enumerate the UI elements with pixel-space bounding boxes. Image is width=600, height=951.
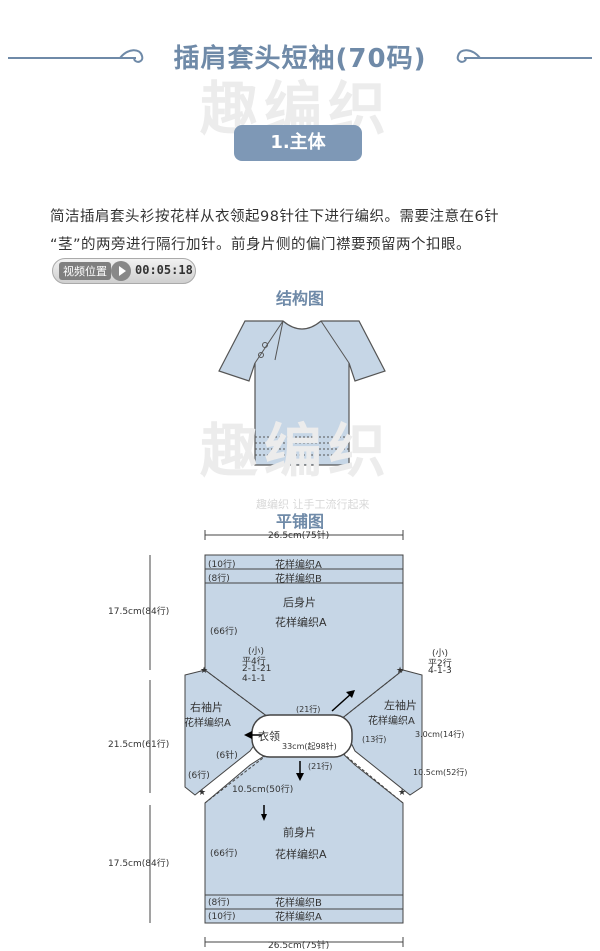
rows-label: (66行) (210, 849, 238, 859)
left-dim-bottom: 17.5cm(84行) (108, 859, 170, 869)
page-title: 插肩套头短袖(70码) (173, 44, 427, 74)
description-line: 简洁插肩套头衫按花样从衣领起98针往下进行编织。需要注意在6针 (50, 209, 500, 225)
sleeve-dim: 3.0cm(14行) (415, 730, 465, 739)
section-badge: 1.主体 (234, 125, 362, 161)
pattern-label: 花样编织A (368, 716, 415, 727)
rows-label: (6行) (188, 771, 210, 781)
inc-label: 4-1-1 (242, 674, 266, 684)
inc-label: 平2行 (428, 659, 452, 669)
rows-label: (13行) (362, 735, 387, 744)
svg-text:★: ★ (198, 788, 206, 798)
inc-label: 平4行 (242, 657, 266, 667)
pattern-label: 花样编织A (275, 912, 322, 923)
bottom-width-label: 26.5cm(75针) (268, 941, 330, 951)
rows-label: (8行) (208, 898, 230, 908)
description: 简洁插肩套头衫按花样从衣领起98针往下进行编织。需要注意在6针 “茎”的两旁进行… (50, 203, 570, 259)
sleeve-dim: 10.5cm(52行) (413, 768, 468, 777)
left-sleeve-title: 左袖片 (384, 699, 417, 712)
svg-text:★: ★ (396, 666, 404, 676)
swirl-icon (119, 49, 144, 63)
inc-label: 2-1-21 (242, 664, 272, 674)
play-icon[interactable] (111, 261, 131, 281)
rows-label: (10行) (208, 912, 236, 922)
description-line: “茎”的两旁进行隔行加针。前身片侧的偏门襟要预留两个扣眼。 (50, 237, 472, 253)
right-sleeve-title: 右袖片 (190, 701, 223, 714)
watermark-logo: 趣编织 (200, 417, 393, 485)
rows-label: (66行) (210, 627, 238, 637)
title-rule-left (8, 57, 136, 59)
pattern-label: 花样编织A (184, 718, 231, 729)
inc-label: 4-1-3 (428, 666, 452, 676)
title-row: 插肩套头短袖(70码) (0, 0, 600, 110)
inc-label: (小) (432, 649, 449, 659)
svg-text:★: ★ (200, 666, 208, 676)
front-dim: 10.5cm(50行) (232, 785, 294, 795)
back-piece-title: 后身片 (283, 596, 316, 609)
pattern-label: 花样编织B (275, 898, 322, 909)
inc-label: (小) (248, 647, 265, 657)
collar-label: 衣领 (258, 730, 280, 743)
pattern-label: 花样编织A (275, 616, 327, 629)
svg-text:★: ★ (398, 788, 406, 798)
pattern-label: 花样编织A (275, 560, 322, 571)
pattern-label: 花样编织B (275, 574, 322, 585)
left-dim-top: 17.5cm(84行) (108, 607, 170, 617)
title-rule-right (464, 57, 592, 59)
garment-sketch (218, 320, 386, 466)
video-time: 00:05:18 (135, 263, 193, 277)
stitch-label: (6针) (216, 751, 238, 761)
video-label: 视频位置 (59, 262, 111, 280)
video-position-button[interactable]: 视频位置 00:05:18 (52, 258, 196, 284)
collar-dim: 33cm(起98针) (282, 742, 337, 751)
swirl-icon (456, 49, 481, 63)
rows-label: (10行) (208, 560, 236, 570)
flatlay-diagram: ★ ★ ★ ★ (149, 530, 423, 947)
rows-label: (8行) (208, 574, 230, 584)
top-width-label: 26.5cm(75针) (268, 531, 330, 541)
front-piece-title: 前身片 (283, 826, 316, 839)
pattern-label: 花样编织A (275, 848, 327, 861)
rows-label: (21行) (308, 762, 333, 771)
watermark-slogan: 趣编织 让手工流行起来 (256, 498, 370, 511)
rows-label: (21行) (296, 705, 321, 714)
structure-title: 结构图 (275, 289, 324, 308)
flatlay-title: 平铺图 (275, 512, 324, 531)
left-dim-mid: 21.5cm(61行) (108, 740, 170, 750)
